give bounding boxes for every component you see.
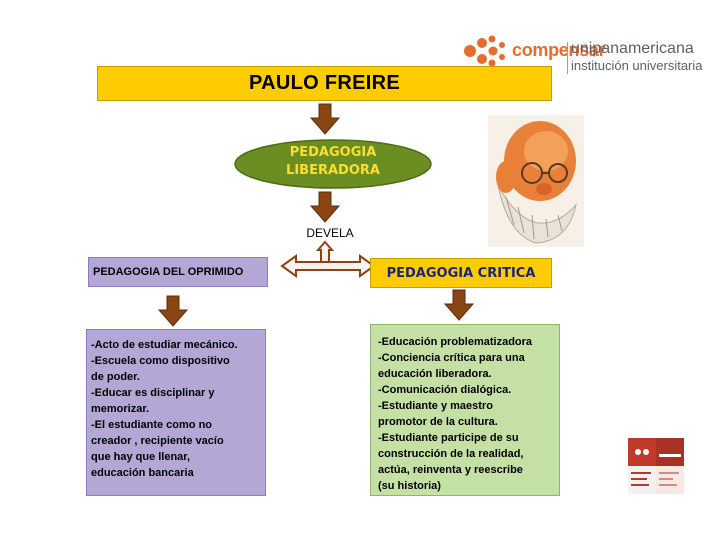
right-line: construcción de la realidad, (378, 448, 524, 460)
left-line: -Educar es disciplinar y (91, 387, 215, 399)
center-ellipse (234, 139, 432, 189)
arrow-title-to-center (310, 103, 340, 135)
center-node-line2: LIBERADORA (286, 163, 380, 178)
arrow-center-to-devela (310, 191, 340, 223)
connector-label: DEVELA (306, 226, 354, 240)
left-line: -Escuela como dispositivo (91, 355, 230, 367)
arrow-left-head-to-body (158, 295, 188, 327)
left-line: de poder. (91, 371, 140, 383)
left-line: creador , recipiente vacío (91, 435, 224, 447)
right-line: -Estudiante participe de su (378, 432, 519, 444)
unipanamericana-logo-text: unipanamericana (571, 40, 694, 57)
left-heading-text: PEDAGOGIA DEL OPRIMIDO (93, 266, 244, 278)
left-line: -El estudiante como no (91, 419, 213, 431)
right-line: -Estudiante y maestro (378, 400, 493, 412)
right-heading-text: PEDAGOGIA CRITICA (386, 265, 536, 281)
right-line: -Educación problematizadora (378, 336, 533, 348)
compensar-logo-text: compensar (512, 40, 606, 60)
left-heading-box: PEDAGOGIA DEL OPRIMIDO (88, 257, 268, 287)
right-line: -Comunicación dialógica. (378, 384, 512, 396)
center-node-line1: PEDAGOGIA (289, 145, 377, 160)
paulo-freire-caricature-image (488, 115, 584, 247)
right-line: -Conciencia crítica para una (378, 352, 525, 364)
institucion-logo-text: institución universitaria (571, 58, 703, 73)
left-line: educación bancaria (91, 467, 194, 479)
center-node-label: PEDAGOGIA LIBERADORA (233, 144, 433, 180)
left-line: memorizar. (91, 403, 150, 415)
right-heading-box: PEDAGOGIA CRITICA (370, 258, 552, 288)
left-line: -Acto de estudiar mecánico. (91, 339, 238, 351)
right-body-box: -Educación problematizadora -Conciencia … (370, 324, 560, 496)
logo-divider (567, 42, 568, 74)
right-line: educación liberadora. (378, 368, 492, 380)
title-text: PAULO FREIRE (248, 72, 400, 94)
right-line: (su historia) (378, 480, 441, 492)
left-line: que hay que llenar, (91, 451, 191, 463)
hemicenter-logo-icon (628, 438, 684, 494)
compensar-logo-icon (464, 35, 505, 67)
right-line: actúa, reinventa y reescribe (378, 464, 523, 476)
right-line: promotor de la cultura. (378, 416, 498, 428)
title-box: PAULO FREIRE (97, 66, 552, 101)
left-body-box: -Acto de estudiar mecánico. -Escuela com… (86, 329, 266, 496)
arrow-right-head-to-body (444, 289, 474, 321)
double-arrow-icon (280, 240, 376, 278)
